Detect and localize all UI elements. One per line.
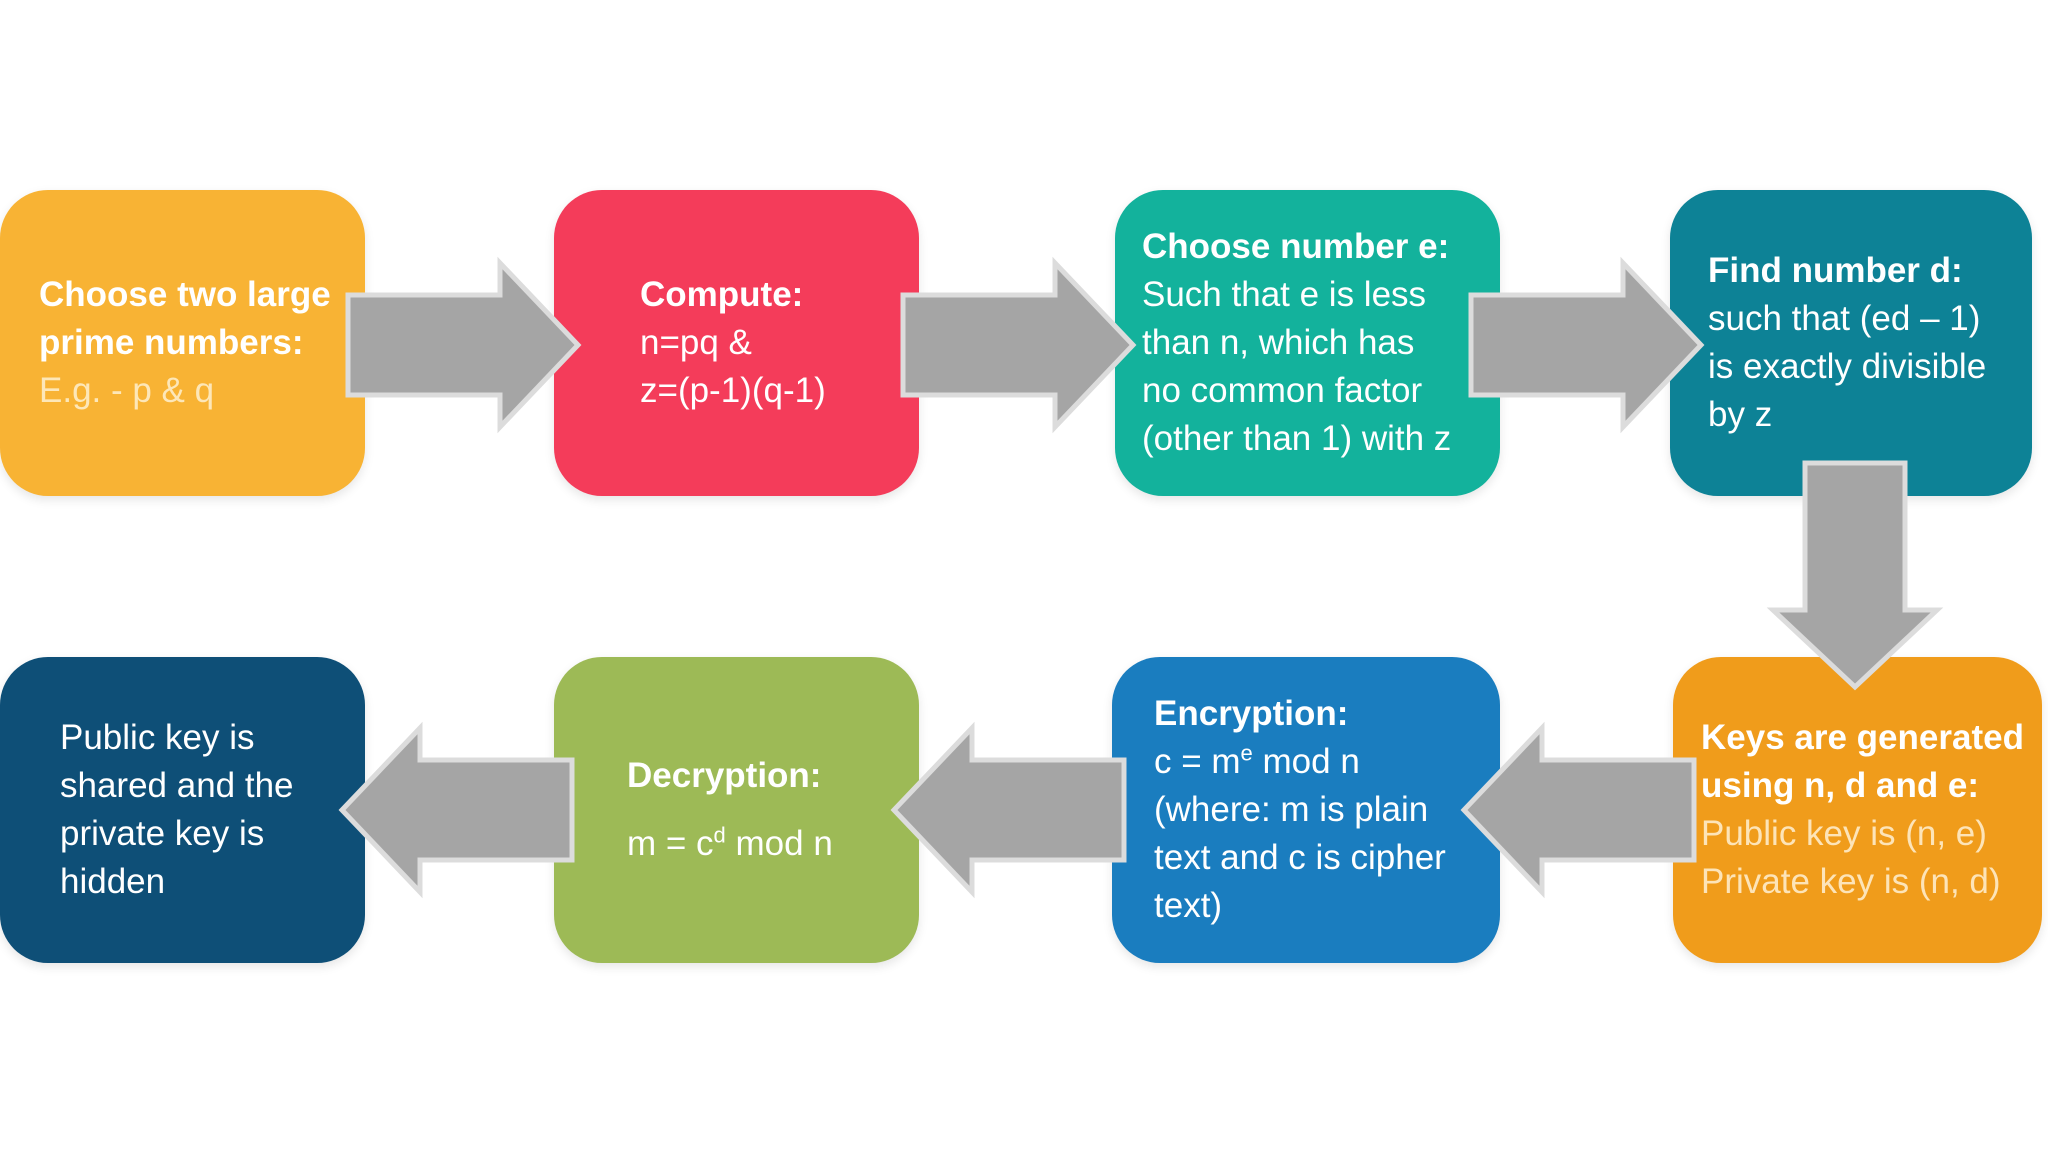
- formula-lhs: c = m: [1154, 742, 1241, 781]
- arrow-decryption-to-public-key: [338, 721, 575, 899]
- step-body: text and c is cipher: [1154, 838, 1446, 877]
- arrow-find-d-to-keys: [1766, 460, 1944, 691]
- step-keys-generated: Keys are generated using n, d and e: Pub…: [1673, 657, 2042, 963]
- arrow-primes-to-compute: [345, 256, 582, 434]
- step-body: is exactly divisible: [1708, 347, 1987, 386]
- step-body: private key is: [60, 814, 265, 853]
- step-body: Private key is (n, d): [1701, 862, 2001, 901]
- step-body: than n, which has: [1142, 323, 1415, 362]
- step-body: hidden: [60, 862, 166, 901]
- step-title: Decryption:: [627, 756, 822, 795]
- arrow-encryption-to-decryption: [890, 721, 1127, 899]
- step-title: Choose two large: [39, 275, 331, 314]
- step-find-d: Find number d: such that (ed – 1) is exa…: [1670, 190, 2032, 496]
- step-choose-e: Choose number e: Such that e is less tha…: [1115, 190, 1500, 496]
- step-decryption: Decryption: m = cd mod n: [554, 657, 919, 963]
- step-title: Find number d:: [1708, 251, 1963, 290]
- step-title: Keys are generated: [1701, 718, 2024, 757]
- step-body: no common factor: [1142, 371, 1423, 410]
- encryption-formula: c = me mod n: [1154, 738, 1360, 786]
- step-body: shared and the: [60, 766, 294, 805]
- decryption-formula: m = cd mod n: [627, 820, 833, 868]
- step-choose-primes: Choose two large prime numbers: E.g. - p…: [0, 190, 365, 496]
- step-body: Such that e is less: [1142, 275, 1427, 314]
- step-body: text): [1154, 886, 1223, 925]
- step-title: Compute:: [640, 275, 804, 314]
- arrow-keys-to-encryption: [1460, 721, 1697, 899]
- formula-rhs: mod n: [725, 824, 833, 863]
- step-public-key-shared: Public key is shared and the private key…: [0, 657, 365, 963]
- step-body: E.g. - p & q: [39, 371, 215, 410]
- step-body: Public key is (n, e): [1701, 814, 1987, 853]
- step-body: Public key is: [60, 718, 255, 757]
- formula-exponent: e: [1240, 740, 1253, 766]
- step-title: prime numbers:: [39, 323, 304, 362]
- step-body: z=(p-1)(q-1): [640, 371, 826, 410]
- formula-exponent: d: [713, 822, 726, 848]
- step-title: Encryption:: [1154, 694, 1349, 733]
- step-title: Choose number e:: [1142, 227, 1450, 266]
- formula-rhs: mod n: [1252, 742, 1360, 781]
- step-body: by z: [1708, 395, 1773, 434]
- arrow-compute-to-choose-e: [900, 256, 1137, 434]
- step-body: such that (ed – 1): [1708, 299, 1981, 338]
- step-encryption: Encryption: c = me mod n (where: m is pl…: [1112, 657, 1500, 963]
- formula-lhs: m = c: [627, 824, 714, 863]
- step-body: n=pq &: [640, 323, 752, 362]
- arrow-choose-e-to-find-d: [1468, 256, 1705, 434]
- step-body: (where: m is plain: [1154, 790, 1429, 829]
- step-compute: Compute: n=pq & z=(p-1)(q-1): [554, 190, 919, 496]
- step-title: using n, d and e:: [1701, 766, 1980, 805]
- step-body: (other than 1) with z: [1142, 419, 1452, 458]
